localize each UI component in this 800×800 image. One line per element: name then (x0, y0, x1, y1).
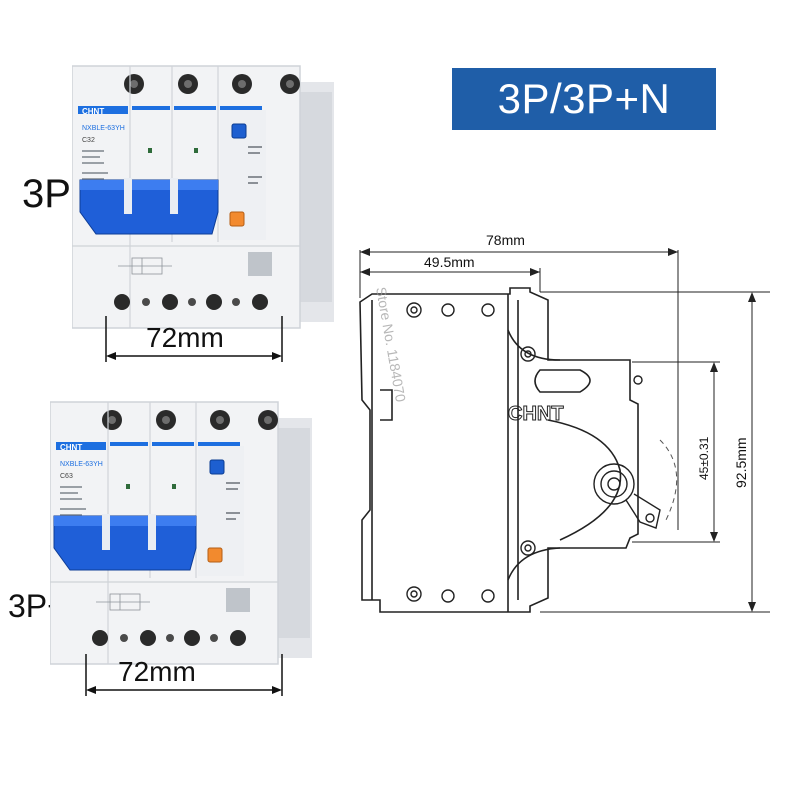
breaker-3p-photo: CHNT NXBLE-63YH C32 (72, 65, 334, 329)
width-dimension-3p: 72mm (146, 322, 224, 353)
breaker-model: NXBLE-63YH (82, 125, 125, 132)
side-view-brand: CHNT (508, 403, 564, 425)
dim-overall-depth: 78mm (486, 232, 525, 248)
breaker-brand: CHNT (82, 107, 104, 116)
breaker-model: NXBLE-63YH (60, 461, 103, 468)
breaker-rating: C63 (60, 473, 73, 480)
breaker-rating: C32 (82, 137, 95, 144)
dim-rail-spacing: 45±0.31 (697, 436, 711, 480)
dim-height: 92.5mm (733, 437, 749, 488)
watermark: Store No. 1184070 (373, 286, 409, 404)
breaker-brand: CHNT (60, 443, 82, 452)
side-view-outline (359, 287, 639, 613)
dim-front-depth: 49.5mm (424, 254, 475, 270)
header-title: 3P/3P+N (452, 68, 716, 130)
breaker-3pn-photo: CHNT NXBLE-63YH C63 (50, 401, 312, 665)
width-dimension-3pn: 72mm (118, 656, 196, 687)
variant-label-3p: 3P (22, 172, 71, 216)
